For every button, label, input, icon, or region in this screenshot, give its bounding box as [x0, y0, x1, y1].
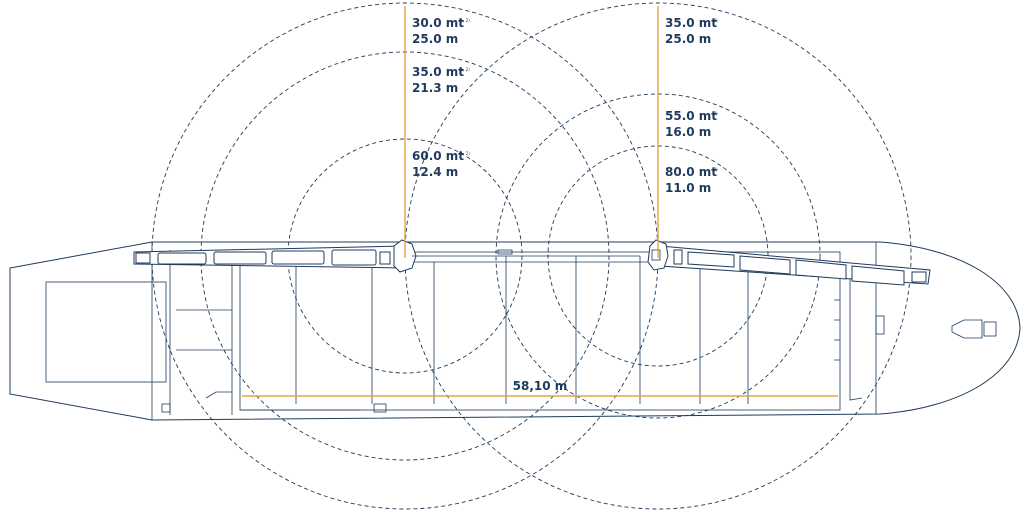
crane-1-label-outer: 30.0 mt (1, 2) 25.0 m: [412, 16, 470, 46]
crane-2-label-inner: 80.0 mt (2) 11.0 m: [665, 165, 718, 195]
hull-outline: [9, 241, 1021, 421]
capacity-text: 35.0 mt: [412, 65, 464, 79]
boom-section: [271, 250, 325, 265]
crane-2-boom: [647, 239, 931, 286]
crane-2-labels: 35.0 mt (2) 25.0 m 55.0 mt (2) 16.0 m 80…: [665, 16, 718, 195]
footnote-mark: (2): [712, 167, 718, 172]
radius-text: 16.0 m: [665, 125, 711, 139]
radius-text: 25.0 m: [412, 32, 458, 46]
bow-thruster-symbol: [983, 321, 997, 337]
radius-text: 25.0 m: [665, 32, 711, 46]
crane-2-label-outer: 35.0 mt (2) 25.0 m: [665, 16, 718, 46]
crane-1-boom: [133, 239, 506, 273]
boom-section: [687, 251, 735, 268]
bow-thruster-symbol: [951, 319, 983, 339]
cargo-hold-outline: [239, 251, 841, 411]
footnote-mark: (1, 2): [459, 67, 470, 72]
boom-section: [331, 249, 377, 266]
vent-mark: [161, 403, 171, 413]
hold-length-label: 58,10 m: [513, 379, 568, 393]
deck-line: [834, 299, 840, 361]
deck-line: [205, 391, 232, 399]
hatch-lug: [373, 403, 387, 413]
boom-section: [795, 259, 847, 280]
boom-section: [213, 251, 267, 265]
capacity-text: 80.0 mt: [665, 165, 717, 179]
boom-root: [379, 251, 391, 265]
capacity-text: 55.0 mt: [665, 109, 717, 123]
crane-1-label-inner: 60.0 mt (1, 2) 12.4 m: [412, 149, 470, 179]
forecastle-line: [839, 265, 863, 401]
radius-text: 11.0 m: [665, 181, 711, 195]
footnote-mark: (1, 2): [459, 151, 470, 156]
boom-tip: [135, 252, 151, 264]
boom-section: [157, 252, 207, 265]
crane-2-hub: [651, 249, 661, 261]
footnote-mark: (2): [712, 111, 718, 116]
boom-section: [851, 265, 905, 286]
windlass-mark: [875, 315, 885, 335]
radius-text: 21.3 m: [412, 81, 458, 95]
accommodation-block: [45, 281, 167, 383]
radius-text: 12.4 m: [412, 165, 458, 179]
capacity-text: 30.0 mt: [412, 16, 464, 30]
boom-section: [739, 255, 791, 275]
crane-1-labels: 30.0 mt (1, 2) 25.0 m 35.0 mt (1, 2) 21.…: [412, 16, 470, 179]
footnote-mark: (2): [712, 18, 718, 23]
capacity-text: 60.0 mt: [412, 149, 464, 163]
radius-indicators: [242, 6, 838, 397]
boom-tip: [911, 271, 927, 283]
capacity-text: 35.0 mt: [665, 16, 717, 30]
footnote-mark: (1, 2): [459, 18, 470, 23]
hatch-lug: [497, 249, 513, 255]
crane-1-label-middle: 35.0 mt (1, 2) 21.3 m: [412, 65, 470, 95]
boom-root: [673, 249, 683, 265]
crane-2-label-middle: 55.0 mt (2) 16.0 m: [665, 109, 718, 139]
